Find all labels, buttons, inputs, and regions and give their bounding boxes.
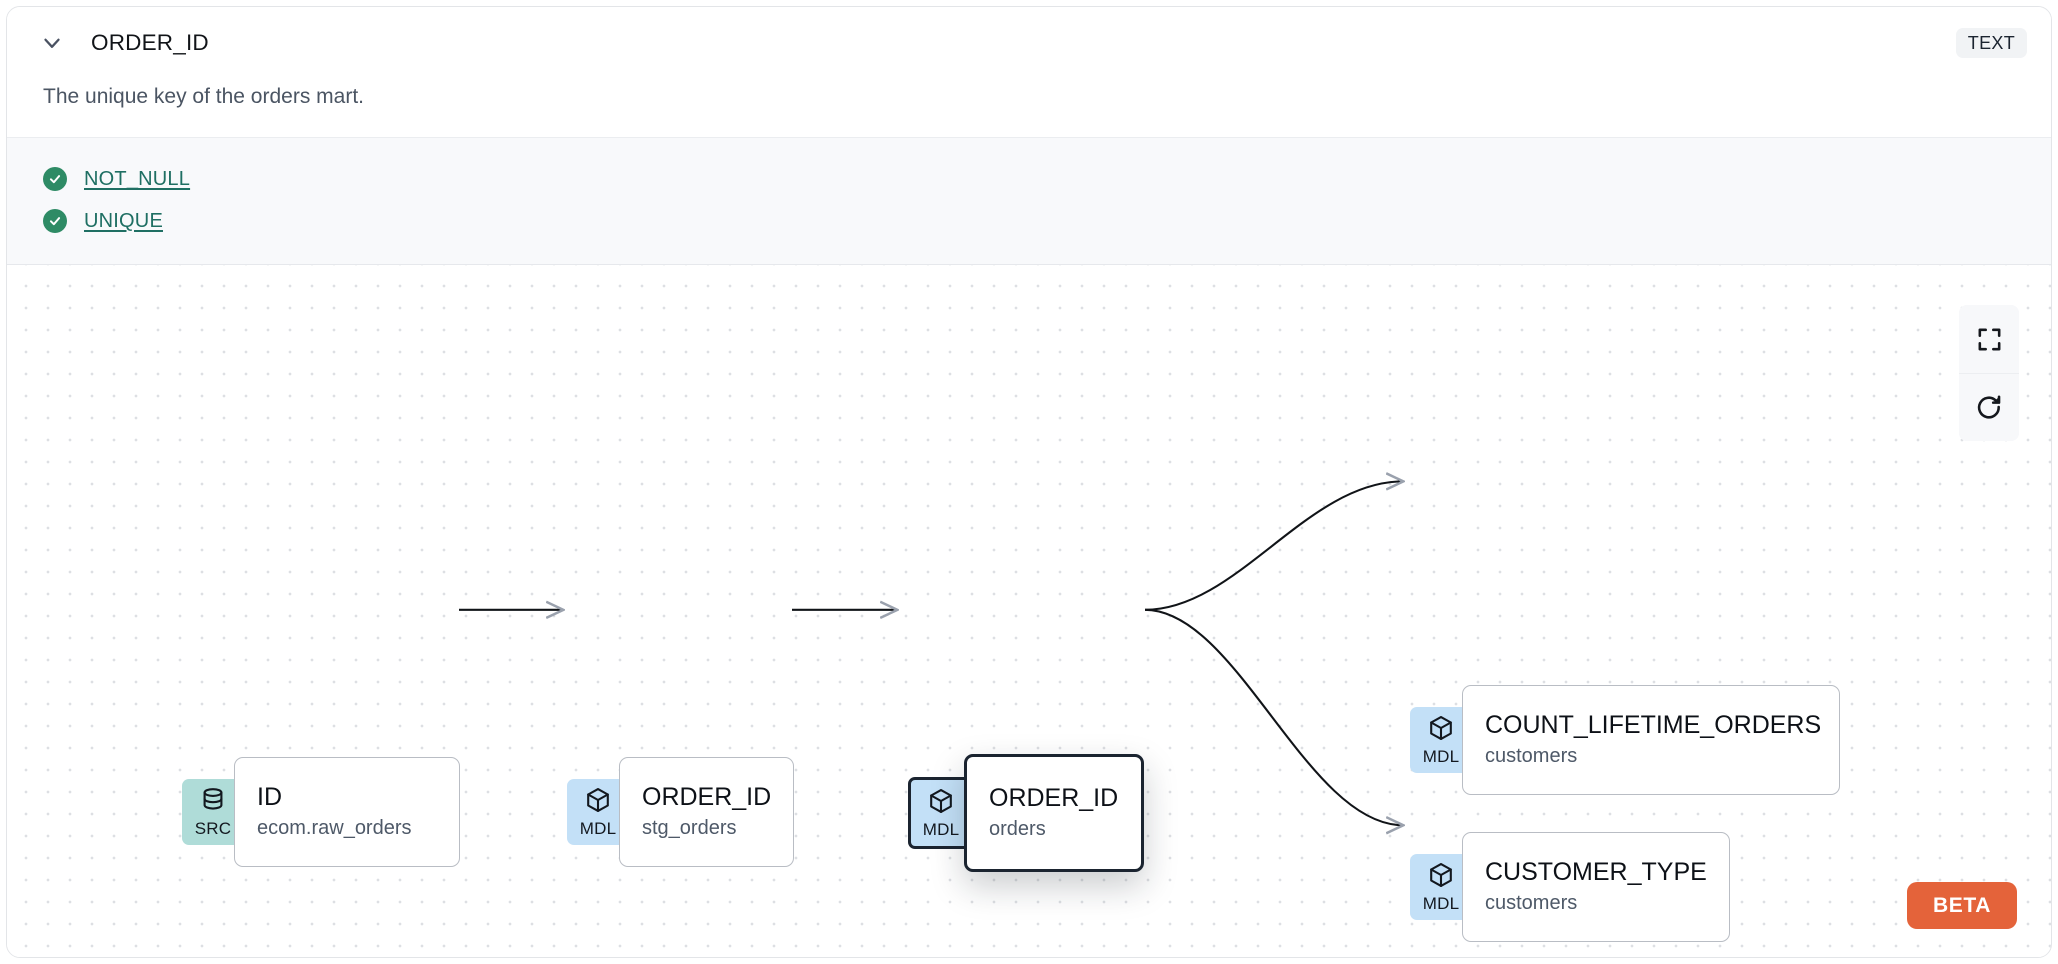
test-link-unique[interactable]: UNIQUE [84, 209, 163, 232]
node-subtitle: ecom.raw_orders [257, 816, 412, 839]
lineage-node-stg-orders[interactable]: MDL ORDER_ID stg_orders [567, 757, 794, 868]
column-detail-card: ORDER_ID TEXT The unique key of the orde… [6, 6, 2052, 958]
test-row: NOT_NULL [43, 158, 2021, 200]
check-circle-icon [43, 167, 67, 192]
node-body[interactable]: ORDER_ID orders [964, 754, 1144, 873]
node-body[interactable]: ORDER_ID stg_orders [619, 757, 794, 868]
page-title: ORDER_ID [91, 30, 209, 55]
cube-icon [1427, 714, 1455, 747]
node-subtitle: customers [1485, 744, 1578, 767]
check-circle-icon [43, 209, 67, 234]
edge-n3-n5 [1144, 609, 1403, 825]
chevron-down-icon[interactable] [37, 28, 67, 58]
node-name: COUNT_LIFETIME_ORDERS [1485, 710, 1822, 739]
cube-icon [584, 786, 612, 819]
node-badge-label: SRC [194, 819, 232, 839]
cube-icon [1427, 861, 1455, 894]
node-body[interactable]: CUSTOMER_TYPE customers [1462, 832, 1730, 943]
node-subtitle: stg_orders [642, 816, 737, 839]
lineage-node-customer-type[interactable]: MDL CUSTOMER_TYPE customers [1410, 832, 1730, 943]
cube-icon [927, 787, 955, 820]
node-badge-label: MDL [922, 820, 960, 840]
lineage-node-id[interactable]: SRC ID ecom.raw_orders [182, 757, 460, 868]
card-header: ORDER_ID TEXT [7, 7, 2051, 79]
edge-n3-n4 [1144, 482, 1403, 612]
node-name: ORDER_ID [989, 783, 1119, 812]
test-link-not-null[interactable]: NOT_NULL [84, 167, 191, 190]
node-body[interactable]: COUNT_LIFETIME_ORDERS customers [1462, 685, 1840, 796]
node-badge-label: MDL [1422, 894, 1460, 914]
node-subtitle: customers [1485, 891, 1578, 914]
beta-badge[interactable]: BETA [1906, 882, 2017, 929]
node-badge-label: MDL [1422, 747, 1460, 767]
node-badge-label: MDL [579, 819, 617, 839]
node-body[interactable]: ID ecom.raw_orders [234, 757, 460, 868]
node-subtitle: orders [989, 817, 1046, 840]
database-icon [199, 786, 227, 819]
node-badge-mdl: MDL [1410, 854, 1472, 921]
lineage-node-orders-selected[interactable]: MDL ORDER_ID orders [908, 754, 1144, 873]
fullscreen-icon[interactable] [1959, 305, 2019, 374]
node-badge-mdl: MDL [567, 779, 629, 846]
tests-section: NOT_NULL UNIQUE [7, 137, 2051, 266]
canvas-controls [1959, 305, 2019, 442]
node-badge-mdl: MDL [1410, 707, 1472, 774]
lineage-node-count-lifetime-orders[interactable]: MDL COUNT_LIFETIME_ORDERS customers [1410, 685, 1840, 796]
node-badge-src: SRC [182, 779, 244, 846]
node-name: ORDER_ID [642, 782, 772, 811]
node-name: ID [257, 782, 282, 811]
column-description: The unique key of the orders mart. [43, 85, 364, 108]
test-row: UNIQUE [43, 200, 2021, 242]
refresh-icon[interactable] [1959, 373, 2019, 442]
node-name: CUSTOMER_TYPE [1485, 857, 1707, 886]
lineage-canvas[interactable]: SRC ID ecom.raw_orders [7, 265, 2051, 957]
data-type-badge: TEXT [1955, 28, 2027, 58]
